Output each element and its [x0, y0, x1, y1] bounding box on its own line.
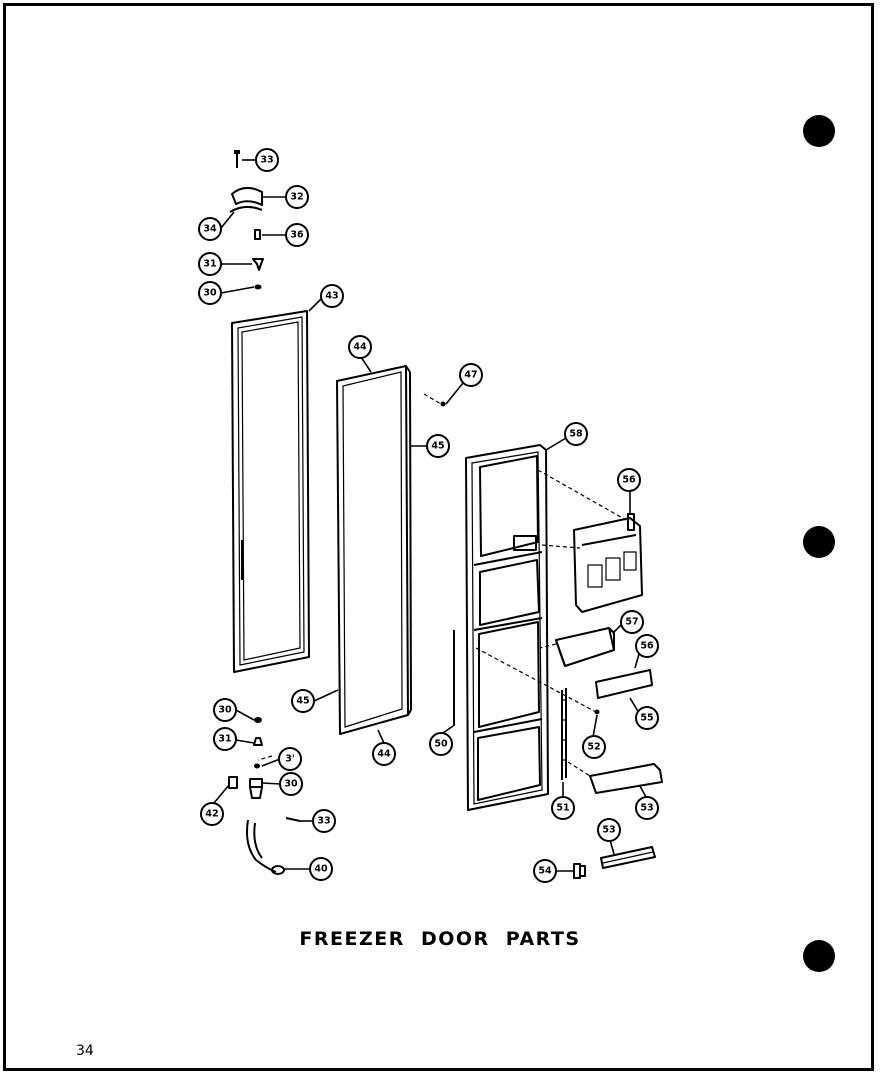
callout-54: 54 [533, 859, 557, 883]
page-border [3, 3, 874, 1071]
callout-40: 40 [309, 857, 333, 881]
callout-33-lower: 33 [312, 809, 336, 833]
callout-label: 34 [203, 224, 217, 235]
callout-label: 30 [284, 779, 298, 790]
binder-hole-middle [803, 526, 835, 558]
callout-37: 3' [278, 747, 302, 771]
binder-hole-top [803, 115, 835, 147]
callout-43: 43 [320, 284, 344, 308]
callout-30-hinge: 30 [279, 772, 303, 796]
screw-52 [594, 709, 600, 715]
page-number: 34 [76, 1043, 94, 1059]
callout-58: 58 [564, 422, 588, 446]
callout-label: 33 [317, 816, 330, 827]
callout-label: 33 [260, 155, 273, 166]
drip-tray [555, 627, 615, 667]
binder-hole-bottom [803, 940, 835, 972]
callout-42: 42 [200, 802, 224, 826]
callout-label: 52 [587, 742, 600, 753]
assembly-guide-lines [257, 393, 627, 777]
callout-53-kick: 53 [597, 818, 621, 842]
callout-31-top: 31 [198, 252, 222, 276]
clip-54 [573, 863, 586, 879]
heater-strip [561, 688, 567, 780]
leader-lines [213, 159, 647, 872]
top-hinge-assembly [229, 150, 264, 290]
door-gasket [231, 310, 310, 673]
callout-47: 47 [459, 363, 483, 387]
callout-label: 36 [290, 230, 304, 241]
callout-label: 30 [218, 705, 232, 716]
callout-52: 52 [582, 735, 606, 759]
dispenser-door-liner [465, 444, 549, 811]
callout-44-lower: 44 [372, 742, 396, 766]
callout-33-top: 33 [255, 148, 279, 172]
callout-label: 30 [203, 288, 217, 299]
callout-label: 51 [556, 803, 569, 814]
callout-label: 32 [290, 192, 303, 203]
callout-55: 55 [635, 706, 659, 730]
callout-36: 36 [285, 223, 309, 247]
callout-44-top: 44 [348, 335, 372, 359]
callout-label: 45 [296, 696, 309, 707]
callout-label: 31 [203, 259, 216, 270]
callout-label: 3' [285, 754, 295, 765]
callout-32: 32 [285, 185, 309, 209]
dispenser-control-housing [573, 513, 643, 613]
callout-label: 43 [325, 291, 338, 302]
callout-label: 45 [431, 441, 444, 452]
callout-56-housing: 56 [617, 468, 641, 492]
callout-34: 34 [198, 217, 222, 241]
callout-label: 47 [464, 370, 477, 381]
callout-45-top: 45 [426, 434, 450, 458]
callout-50: 50 [429, 732, 453, 756]
callout-label: 42 [205, 809, 218, 820]
callout-30-lower: 30 [213, 698, 237, 722]
kick-strip [600, 846, 656, 869]
callout-label: 44 [377, 749, 391, 760]
callout-label: 55 [640, 713, 653, 724]
callout-57: 57 [620, 610, 644, 634]
bottom-trim [589, 763, 663, 794]
callout-label: 40 [314, 864, 328, 875]
callout-label: 54 [538, 866, 552, 877]
callout-label: 31 [218, 734, 231, 745]
callout-30-top: 30 [198, 281, 222, 305]
callout-label: 53 [640, 803, 653, 814]
diagram-title: FREEZER DOOR PARTS [299, 928, 581, 950]
callout-56-grille: 56 [635, 634, 659, 658]
callout-label: 58 [569, 429, 583, 440]
callout-53-trim: 53 [635, 796, 659, 820]
callout-label: 56 [640, 641, 654, 652]
callout-45-lower: 45 [291, 689, 315, 713]
callout-label: 50 [434, 739, 448, 750]
callout-label: 57 [625, 617, 638, 628]
inner-door-panel [336, 365, 446, 735]
callout-51: 51 [551, 796, 575, 820]
callout-label: 44 [353, 342, 367, 353]
callout-label: 53 [602, 825, 615, 836]
tray-grille [595, 669, 653, 699]
callout-label: 56 [622, 475, 636, 486]
callout-31-lower: 31 [213, 727, 237, 751]
